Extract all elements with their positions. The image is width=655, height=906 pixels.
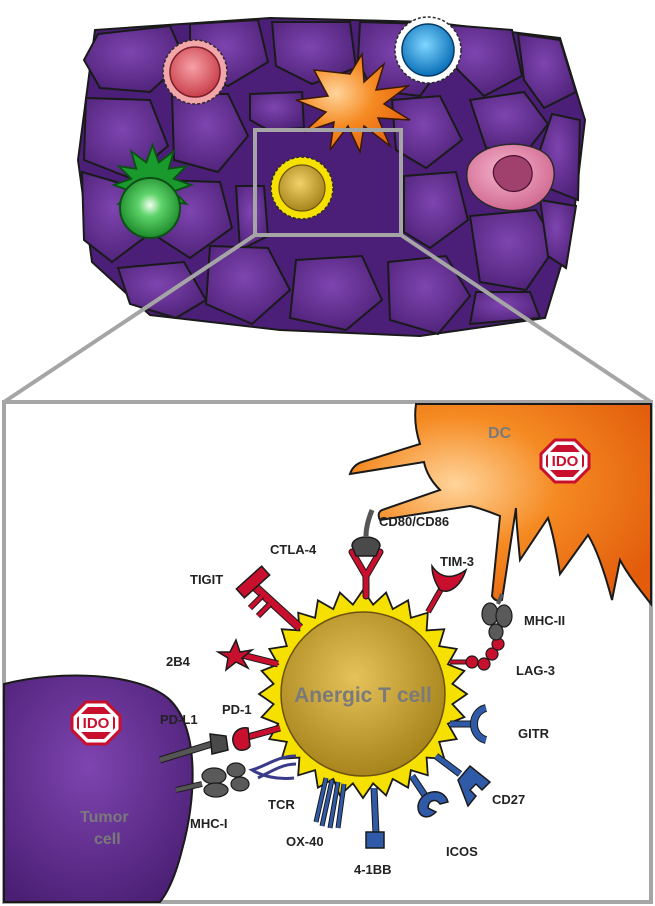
4-1bb-label: 4-1BB (354, 862, 392, 877)
tim3-receptor (425, 563, 468, 614)
zoom-panel: DC IDO IDO Tumor cell Anergic T (2, 400, 653, 904)
ox40-label: OX-40 (286, 834, 324, 849)
tumor-label-line1: Tumor (80, 809, 129, 826)
2b4-label: 2B4 (166, 654, 191, 669)
lag3-receptor (450, 637, 505, 671)
t-cell-nucleus (280, 611, 446, 777)
blue-immune-cell (394, 16, 462, 84)
ido-tumor-label: IDO (83, 715, 110, 732)
pdl1-label: PD-L1 (160, 712, 198, 727)
green-immune-cell (110, 142, 195, 239)
t-cell-label: Anergic T cell (294, 684, 432, 707)
tigit-label: TIGIT (190, 572, 223, 587)
zoom-indicator (2, 128, 653, 404)
ctla4-receptor (348, 548, 384, 600)
gitr-label: GITR (518, 726, 550, 741)
tigit-receptor (235, 565, 304, 632)
lag3-label: LAG-3 (516, 663, 555, 678)
gitr-receptor (450, 704, 488, 744)
tumor-tissue (76, 16, 587, 338)
mhc-i-ligand (175, 762, 250, 798)
pdl1-ligand (158, 733, 229, 764)
pink-immune-cell (466, 143, 555, 212)
mhc-ii-label: MHC-II (524, 613, 565, 628)
2b4-receptor (215, 638, 279, 672)
tcr-label: TCR (268, 797, 295, 812)
red-immune-cell (162, 39, 228, 105)
pd1-receptor (232, 724, 281, 751)
cd80-cd86-ligand (351, 509, 381, 557)
icos-label: ICOS (446, 844, 478, 859)
tcr-receptor (248, 754, 297, 780)
cd27-label: CD27 (492, 792, 525, 807)
tumor-label-line2: cell (94, 831, 121, 848)
4-1bb-receptor (365, 787, 385, 849)
mhc-ii-ligand (481, 593, 513, 641)
icos-receptor (409, 774, 449, 818)
ido-badge-tumor: IDO (70, 700, 122, 746)
tim3-label: TIM-3 (440, 554, 474, 569)
anergic-t-cell: Anergic T cell (257, 588, 469, 800)
dendritic-cell: DC IDO (348, 403, 652, 607)
ctla4-label: CTLA-4 (270, 542, 317, 557)
ido-dc-label: IDO (552, 453, 579, 470)
cd80-cd86-label: CD80/CD86 (379, 514, 449, 529)
cd27-receptor (433, 753, 492, 808)
mhc-i-label: MHC-I (190, 816, 228, 831)
pd1-label: PD-1 (222, 702, 252, 717)
orange-dendritic-cell (295, 51, 411, 155)
ox40-receptor (313, 777, 347, 829)
tumor-cell: IDO Tumor cell (3, 674, 194, 903)
yellow-t-cell-small (270, 156, 334, 220)
dc-label: DC (488, 425, 512, 442)
ido-badge-dc: IDO (539, 438, 591, 484)
